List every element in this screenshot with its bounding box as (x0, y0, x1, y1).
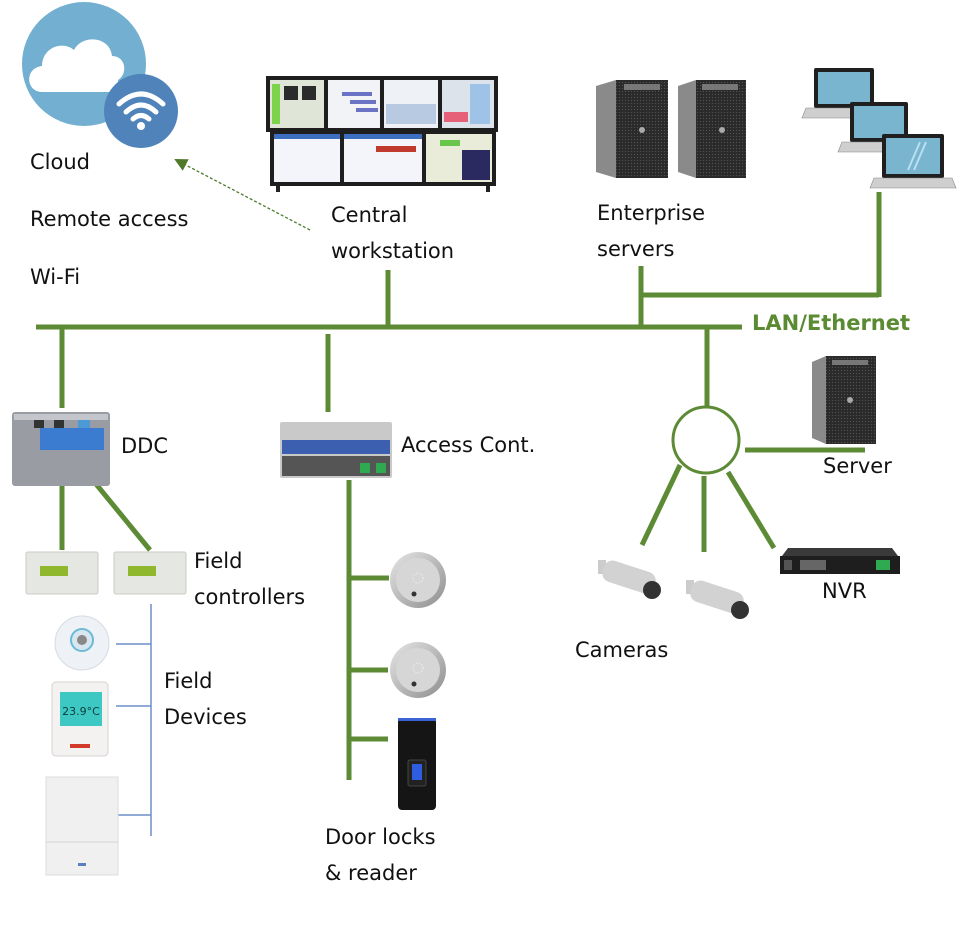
label-cameras: Cameras (575, 638, 669, 662)
label-ddc: DDC (121, 434, 169, 458)
field-device-bus (116, 604, 152, 836)
label-field-controllers-1: Field (194, 549, 243, 573)
label-central-workstation-2: workstation (331, 239, 455, 263)
field-controller-icon (25, 551, 99, 595)
server-icon (812, 356, 876, 444)
label-cloud: Cloud (30, 150, 90, 174)
label-field-controllers-2: controllers (194, 585, 306, 609)
lan-backbone (36, 192, 882, 412)
label-central-workstation-1: Central (331, 203, 408, 227)
thermostat-reading: 23.9°C (62, 705, 100, 718)
enterprise-server-icon (596, 80, 668, 178)
label-enterprise-servers-2: servers (597, 237, 675, 261)
door-bus (346, 480, 389, 780)
label-lan-ethernet: LAN/Ethernet (752, 311, 911, 335)
label-remote-access: Remote access (30, 207, 189, 231)
label-nvr: NVR (822, 579, 867, 603)
thermostat-icon: 23.9°C (51, 681, 109, 757)
remote-access-arrow (174, 158, 311, 231)
label-field-devices-2: Devices (164, 705, 247, 729)
fingerprint-reader-icon (398, 718, 436, 810)
label-door-locks-2: & reader (325, 861, 417, 885)
camera-icon (598, 560, 661, 599)
nvr-icon (780, 548, 900, 574)
label-wifi: Wi-Fi (30, 265, 81, 289)
enterprise-server-icon (678, 80, 746, 178)
field-controller-icon (113, 551, 187, 595)
label-enterprise-servers-1: Enterprise (597, 201, 706, 225)
label-door-locks-1: Door locks (325, 825, 436, 849)
central-workstation-icon (266, 76, 498, 192)
access-controller-icon (280, 422, 392, 478)
network-switch (671, 405, 741, 475)
laptop-icon (869, 134, 957, 189)
ddc-links (59, 482, 152, 552)
label-field-devices-1: Field (164, 669, 213, 693)
camera-icon (686, 580, 749, 619)
wifi-icon (104, 74, 178, 148)
smart-lock-icon (390, 642, 446, 698)
smart-lock-icon (390, 552, 446, 608)
boiler-icon (45, 776, 119, 876)
ddc-controller-icon (12, 412, 110, 486)
label-access-controller: Access Cont. (401, 433, 536, 457)
switch-links (639, 447, 865, 552)
label-server: Server (823, 454, 892, 478)
occupancy-sensor-icon (54, 615, 110, 671)
